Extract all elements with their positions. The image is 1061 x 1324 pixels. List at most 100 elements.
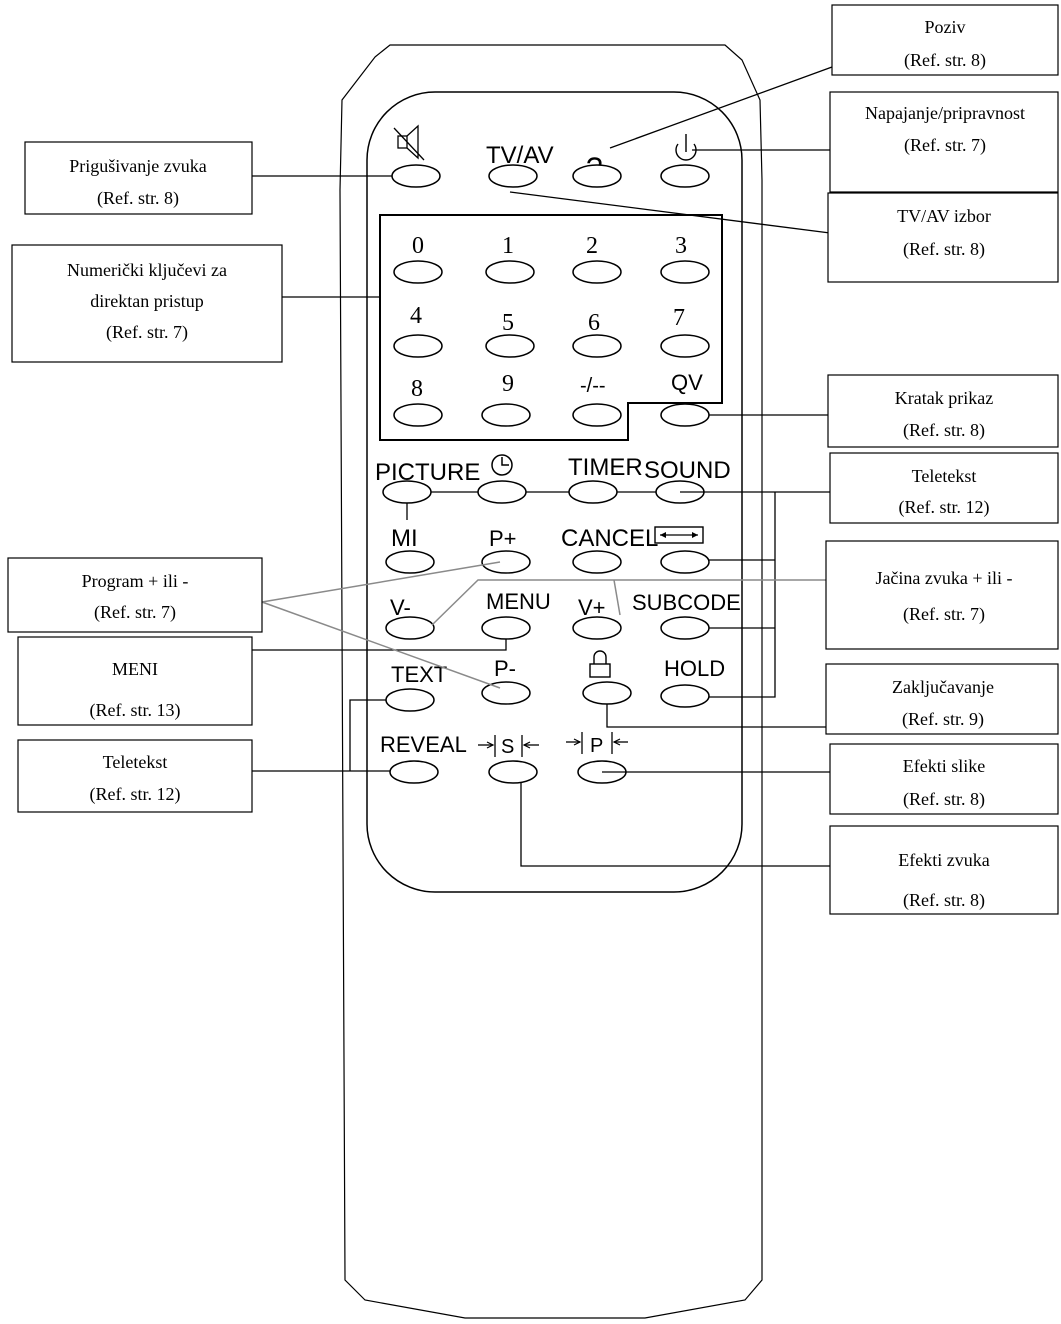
callout-kratak-prikaz: Kratak prikaz (Ref. str. 8)	[827, 374, 1059, 448]
digit-6-button[interactable]	[572, 334, 622, 358]
digit-0-label: 0	[412, 233, 424, 259]
digit-3-button[interactable]	[660, 260, 710, 284]
svg-text:direktan pristup: direktan pristup	[90, 291, 203, 311]
digit-4-button[interactable]	[393, 334, 443, 358]
digit-4-label: 4	[410, 303, 422, 329]
leader-jacina	[431, 579, 826, 626]
digit-0-button[interactable]	[393, 260, 443, 284]
remote-body-outline	[339, 44, 763, 1319]
power-icon	[675, 134, 697, 161]
svg-text:Efekti zvuka: Efekti zvuka	[898, 850, 989, 870]
power-button[interactable]	[660, 164, 710, 188]
leader-program-up	[261, 561, 501, 603]
lock-button[interactable]	[582, 681, 632, 705]
callout-tvav-izbor: TV/AV izbor (Ref. str. 8)	[827, 192, 1059, 283]
pplus-label: P+	[489, 526, 517, 551]
size-button[interactable]	[660, 550, 710, 574]
callout-teletekst-left: Teletekst (Ref. str. 12)	[17, 739, 253, 813]
svg-text:Prigušivanje zvuka: Prigušivanje zvuka	[69, 156, 206, 176]
svg-text:Kratak prikaz: Kratak prikaz	[895, 388, 993, 408]
callout-poziv: Poziv (Ref. str. 8)	[831, 4, 1059, 76]
svg-text:Efekti slike: Efekti slike	[903, 756, 985, 776]
reveal-label: REVEAL	[380, 732, 467, 757]
svg-text:(Ref. str. 8): (Ref. str. 8)	[903, 890, 985, 911]
svg-text:TV/AV izbor: TV/AV izbor	[897, 206, 991, 226]
tvav-label: TV/AV	[486, 142, 554, 169]
svg-text:(Ref. str. 8): (Ref. str. 8)	[904, 50, 986, 71]
p-label: P	[590, 735, 603, 757]
pminus-button[interactable]	[481, 681, 531, 705]
svg-text:(Ref. str. 7): (Ref. str. 7)	[903, 604, 985, 625]
picture-effect-symbol	[566, 732, 628, 754]
qv-button[interactable]	[660, 403, 710, 427]
pplus-button[interactable]	[481, 550, 531, 574]
svg-text:Teletekst: Teletekst	[103, 752, 168, 772]
callout-napajanje: Napajanje/pripravnost (Ref. str. 7)	[829, 91, 1059, 193]
sound-label: SOUND	[644, 457, 731, 484]
text-button[interactable]	[385, 688, 435, 712]
svg-text:(Ref. str. 8): (Ref. str. 8)	[903, 420, 985, 441]
svg-text:Teletekst: Teletekst	[912, 466, 977, 486]
timer-button[interactable]	[568, 480, 618, 504]
numeric-group-border	[379, 214, 723, 441]
digit-7-button[interactable]	[660, 334, 710, 358]
digit-3-label: 3	[675, 233, 687, 259]
sound-effect-symbol	[478, 735, 539, 757]
svg-text:Program + ili -: Program + ili -	[82, 571, 189, 591]
digit-7-label: 7	[673, 305, 685, 331]
digit-9-button[interactable]	[481, 403, 531, 427]
digit-5-label: 5	[502, 310, 514, 336]
hold-label: HOLD	[664, 656, 725, 681]
hold-button[interactable]	[660, 684, 710, 708]
svg-text:Zaključavanje: Zaključavanje	[892, 677, 994, 697]
svg-text:(Ref. str. 8): (Ref. str. 8)	[903, 789, 985, 810]
callout-efekti-zvuka: Efekti zvuka (Ref. str. 8)	[829, 825, 1059, 915]
svg-text:(Ref. str. 12): (Ref. str. 12)	[90, 784, 181, 805]
clock-icon	[491, 454, 513, 476]
subcode-button[interactable]	[660, 616, 710, 640]
leader-poziv	[609, 66, 833, 149]
mute-icon	[393, 124, 425, 161]
help-button[interactable]	[572, 164, 622, 188]
digit-5-button[interactable]	[485, 334, 535, 358]
leader-meni	[252, 639, 507, 651]
callout-jacina: Jačina zvuka + ili - (Ref. str. 7)	[825, 540, 1059, 650]
picture-button[interactable]	[382, 480, 432, 504]
callout-numericki: Numerički ključevi za direktan pristup (…	[11, 244, 283, 363]
s-label: S	[501, 736, 514, 758]
svg-text:Poziv: Poziv	[924, 17, 965, 37]
timer-label: TIMER	[568, 454, 643, 481]
leader-efekti-zvuka	[520, 783, 830, 867]
pminus-label: P-	[494, 656, 516, 681]
svg-text:Jačina zvuka + ili -: Jačina zvuka + ili -	[875, 568, 1012, 588]
svg-text:Numerički ključevi za: Numerički ključevi za	[67, 260, 227, 280]
qv-label: QV	[671, 370, 703, 395]
menu-button[interactable]	[481, 616, 531, 640]
digit-2-button[interactable]	[572, 260, 622, 284]
vminus-button[interactable]	[385, 616, 435, 640]
digit-8-button[interactable]	[393, 403, 443, 427]
clock-button[interactable]	[477, 480, 527, 504]
mute-button[interactable]	[391, 164, 441, 188]
digit-6-label: 6	[588, 310, 600, 336]
digit-9-label: 9	[502, 371, 514, 397]
svg-text:(Ref. str. 12): (Ref. str. 12)	[899, 497, 990, 518]
size-icon	[654, 526, 704, 544]
vplus-button[interactable]	[572, 616, 622, 640]
callout-zakljucavanje: Zaključavanje (Ref. str. 9)	[825, 663, 1059, 735]
sound-effect-button[interactable]	[488, 760, 538, 784]
reveal-button[interactable]	[389, 760, 439, 784]
svg-text:(Ref. str. 7): (Ref. str. 7)	[904, 135, 986, 156]
mi-button[interactable]	[385, 550, 435, 574]
svg-text:MENI: MENI	[112, 659, 158, 679]
cancel-button[interactable]	[572, 550, 622, 574]
tvav-button[interactable]	[488, 164, 538, 188]
leader-tvav	[509, 191, 831, 234]
lock-icon	[589, 650, 611, 678]
dash-button[interactable]	[572, 403, 622, 427]
callout-meni: MENI (Ref. str. 13)	[17, 636, 253, 726]
digit-1-button[interactable]	[485, 260, 535, 284]
svg-text:(Ref. str. 13): (Ref. str. 13)	[90, 700, 181, 721]
svg-text:(Ref. str. 9): (Ref. str. 9)	[902, 709, 984, 730]
